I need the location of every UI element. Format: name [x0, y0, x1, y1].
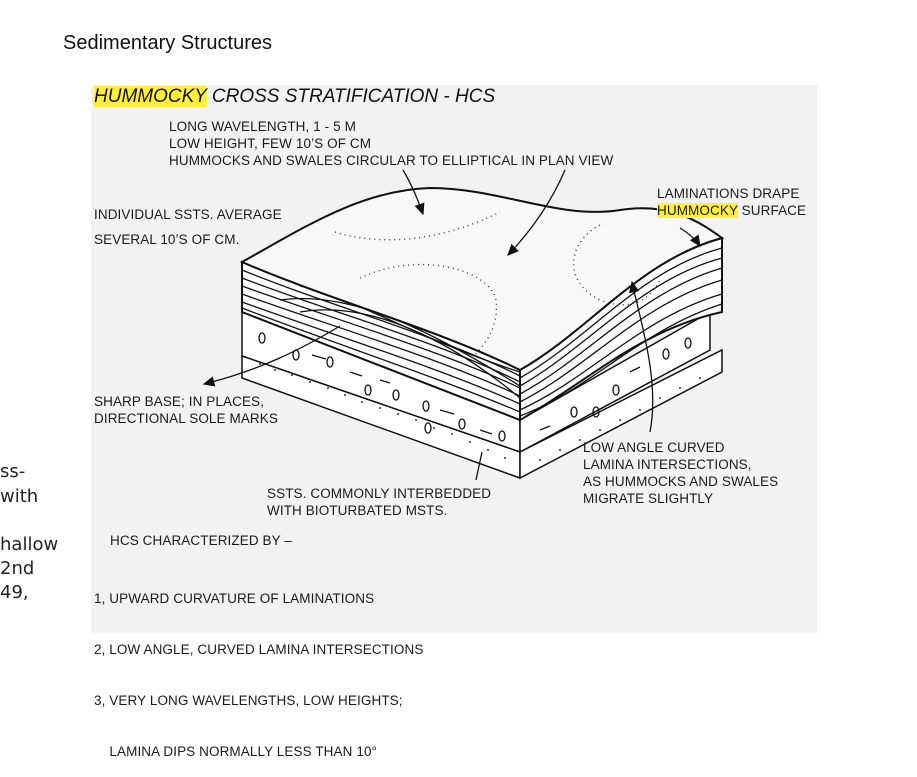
annotation-line: LOW HEIGHT, FEW 10’S OF CM: [169, 136, 372, 151]
annotation-line: LAMINA INTERSECTIONS,: [583, 457, 752, 472]
hummocky-top-surface: [239, 186, 725, 372]
left-fragment-line: ss-: [0, 461, 26, 482]
characteristics-list: 1, UPWARD CURVATURE OF LAMINATIONS 2, LO…: [94, 556, 423, 777]
annotation-line: SHARP BASE; IN PLACES,: [94, 394, 265, 409]
annotation-line: WITH BIOTURBATED MSTS.: [267, 503, 448, 518]
left-fragment-line: 49,: [0, 582, 29, 603]
hcs-block-diagram: [202, 169, 725, 481]
left-fragment-line: hallow: [0, 534, 59, 555]
wavelength-annotation: LONG WAVELENGTH, 1 - 5 M LOW HEIGHT, FEW…: [169, 118, 613, 169]
list-item: 3, VERY LONG WAVELENGTHS, LOW HEIGHTS;: [94, 693, 403, 708]
list-item: 1, UPWARD CURVATURE OF LAMINATIONS: [94, 591, 375, 606]
annotation-line: AS HUMMOCKS AND SWALES: [583, 474, 779, 489]
burrow-marks: [258, 332, 692, 442]
sharp-base-annotation: SHARP BASE; IN PLACES, DIRECTIONAL SOLE …: [94, 393, 278, 427]
annotation-line: SSTS. COMMONLY INTERBEDDED: [267, 486, 492, 501]
drape-annotation: LAMINATIONS DRAPE HUMMOCKY SURFACE: [657, 185, 806, 219]
annotation-line: LAMINATIONS DRAPE: [657, 186, 800, 201]
annotation-line: HUMMOCKY SURFACE: [657, 202, 806, 219]
characterized-heading: HCS CHARACTERIZED BY –: [110, 533, 292, 548]
sandstone-bed-right: [519, 236, 723, 422]
interbedded-annotation: SSTS. COMMONLY INTERBEDDED WITH BIOTURBA…: [267, 485, 491, 519]
left-fragment-line: with: [0, 486, 39, 507]
annotation-line: SEVERAL 10’S OF CM.: [94, 232, 240, 247]
annotation-line: DIRECTIONAL SOLE MARKS: [94, 411, 278, 426]
swale-dotted-outlines: [334, 211, 661, 361]
figure-title-rest: CROSS STRATIFICATION - HCS: [206, 86, 496, 107]
figure-title-highlight: HUMMOCKY: [94, 86, 207, 107]
stipple-texture: [259, 363, 701, 461]
page-title: Sedimentary Structures: [63, 32, 272, 54]
annotation-line: INDIVIDUAL SSTS. AVERAGE: [94, 207, 282, 222]
drape-highlight: HUMMOCKY: [657, 203, 738, 218]
annotation-line: LONG WAVELENGTH, 1 - 5 M: [169, 119, 356, 134]
list-item: LAMINA DIPS NORMALLY LESS THAN 10°: [94, 744, 378, 759]
leader-arrows: [202, 169, 701, 481]
figure-title: HUMMOCKY CROSS STRATIFICATION - HCS: [94, 86, 495, 108]
intersection-annotation: LOW ANGLE CURVED LAMINA INTERSECTIONS, A…: [583, 439, 778, 507]
annotation-line: LOW ANGLE CURVED: [583, 440, 725, 455]
annotation-line: MIGRATE SLIGHTLY: [583, 491, 714, 506]
left-fragment-line: 2nd: [0, 558, 35, 579]
list-item: 2, LOW ANGLE, CURVED LAMINA INTERSECTION…: [94, 642, 424, 657]
thickness-annotation: INDIVIDUAL SSTS. AVERAGE SEVERAL 10’S OF…: [94, 202, 282, 252]
drape-rest: SURFACE: [737, 203, 807, 218]
annotation-line: HUMMOCKS AND SWALES CIRCULAR TO ELLIPTIC…: [169, 153, 614, 168]
